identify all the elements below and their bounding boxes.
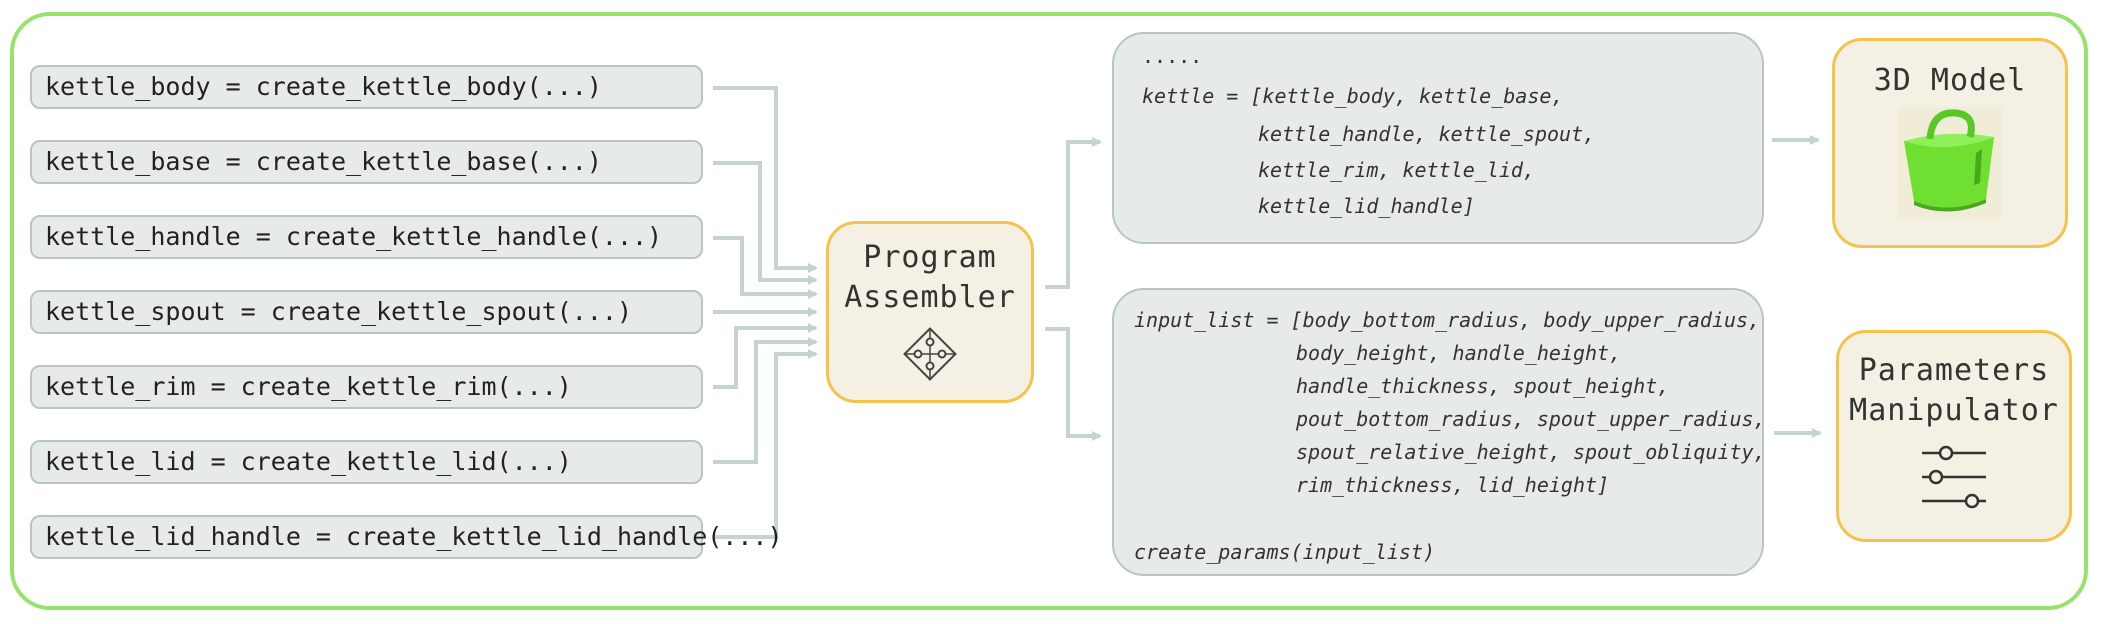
code-call: create_params(input_list) [1134,540,1436,564]
code-line: pout_bottom_radius, spout_upper_radius, [1296,407,1766,431]
code-line: kettle_handle, kettle_spout, [1258,122,1596,146]
params-code-box: input_list = [body_bottom_radius, body_u… [1112,288,1766,576]
connector-rim [713,323,818,389]
manipulator-title: Parameters Manipulator [1849,353,2059,428]
diagram-frame [10,12,2088,610]
code-line: spout_relative_height, spout_obliquity, [1296,440,1766,464]
code-line: rim_thickness, lid_height] [1296,473,1610,497]
function-call-body: kettle_body = create_kettle_body(...) [30,65,703,109]
assembly-code-box: ..... kettle = [kettle_body, kettle_base… [1112,32,1764,244]
program-assembler: Program Assembler [826,221,1034,403]
code-ellipsis: ..... [1142,44,1203,68]
connector-body [713,86,818,273]
connector-handle [713,236,818,299]
connector-to-assembly [1045,137,1102,289]
connector-to-params [1045,327,1102,441]
function-call-lid: kettle_lid = create_kettle_lid(...) [30,440,703,484]
connector-lid [713,337,818,464]
code-line: body_height, handle_height, [1296,341,1622,365]
function-call-handle: kettle_handle = create_kettle_handle(...… [30,215,703,259]
sliders-icon [1922,445,1986,509]
assembler-title: Program Assembler [844,240,1016,315]
parameters-manipulator-box: Parameters Manipulator [1836,330,2072,542]
code-line: handle_thickness, spout_height, [1296,374,1670,398]
connector-base [713,161,818,285]
kettle-3d-model-icon [1898,107,2002,219]
puzzle-icon [903,327,957,381]
function-call-base: kettle_base = create_kettle_base(...) [30,140,703,184]
model-title: 3D Model [1873,63,2027,98]
function-call-rim: kettle_rim = create_kettle_rim(...) [30,365,703,409]
code-line: input_list = [body_bottom_radius, body_u… [1134,308,1761,332]
code-line: kettle_lid_handle] [1258,194,1475,218]
function-call-spout: kettle_spout = create_kettle_spout(...) [30,290,703,334]
code-line: kettle_rim, kettle_lid, [1258,158,1535,182]
function-call-lid-handle: kettle_lid_handle = create_kettle_lid_ha… [30,515,783,559]
code-line: kettle = [kettle_body, kettle_base, [1142,84,1564,108]
connector-lid-handle [713,349,818,539]
model-output-box: 3D Model [1832,38,2068,248]
